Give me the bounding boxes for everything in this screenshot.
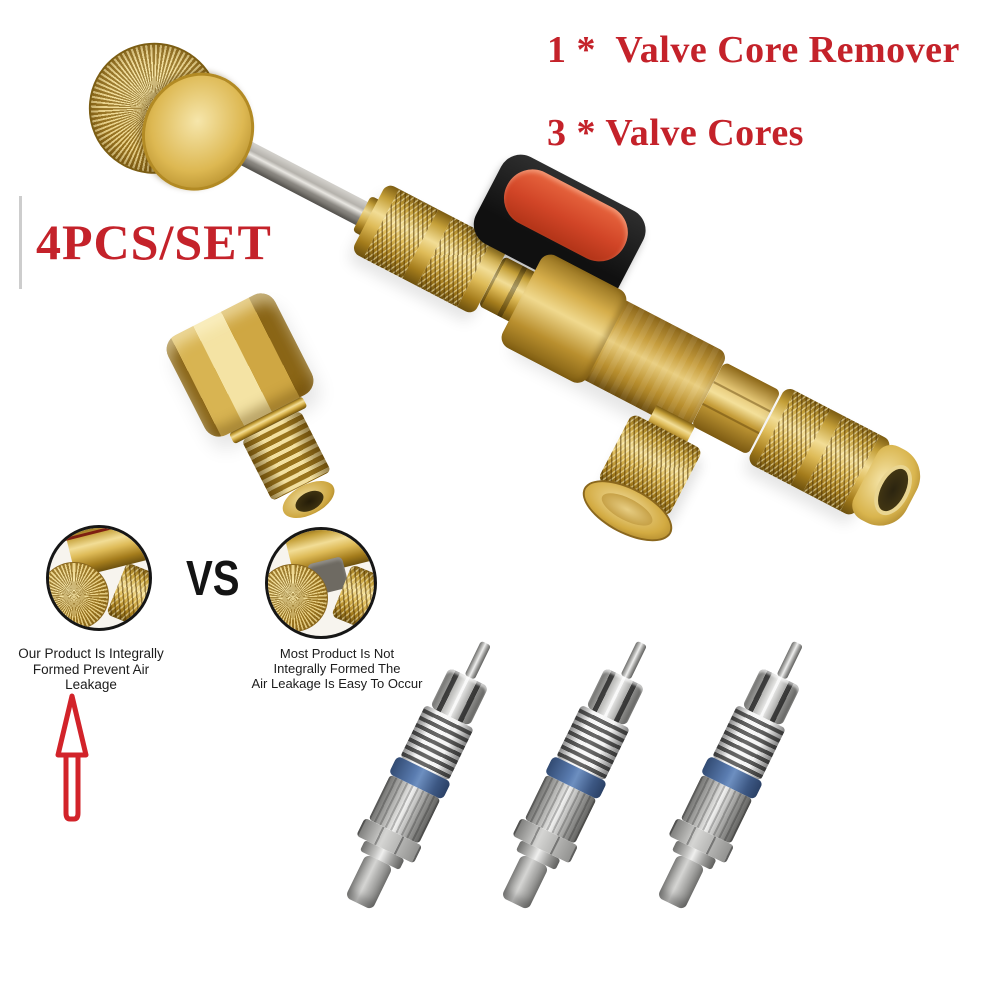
right-caption-line-2: Integrally Formed The bbox=[273, 661, 401, 677]
adapter-tip-hole bbox=[291, 486, 327, 516]
set-size-label: 4PCS/SET bbox=[36, 214, 272, 270]
left-caption-line-1: Our Product Is Integrally bbox=[18, 646, 164, 661]
left-caption-line-2: Formed Prevent Air Leakage bbox=[32, 661, 150, 693]
left-divider-line bbox=[19, 196, 22, 289]
right-comparison-caption: Most Product Is Not Integrally Formed Th… bbox=[249, 646, 425, 691]
comparison-left-knurl-cyl bbox=[106, 562, 149, 628]
kit-contents-line-2: 3 * Valve Cores bbox=[547, 112, 804, 154]
kit-contents-line-1: 1 * Valve Core Remover bbox=[547, 29, 960, 71]
brass-adapter-photo bbox=[160, 287, 370, 526]
comparison-right-photo bbox=[265, 527, 377, 639]
left-comparison-caption: Our Product Is Integrally Formed Prevent… bbox=[8, 646, 174, 693]
comparison-right-knurl-knob bbox=[268, 564, 328, 632]
comparison-left-photo bbox=[46, 525, 152, 631]
red-up-arrow-icon bbox=[55, 693, 89, 822]
valve-core-photo-3 bbox=[657, 628, 808, 923]
comparison-left-knurl-knob bbox=[49, 562, 109, 628]
vs-label: VS bbox=[186, 552, 240, 606]
right-caption-line-3: Air Leakage Is Easy To Occur bbox=[251, 676, 423, 692]
right-caption-line-1: Most Product Is Not bbox=[279, 646, 395, 661]
tool-end-port-hole bbox=[866, 458, 920, 522]
